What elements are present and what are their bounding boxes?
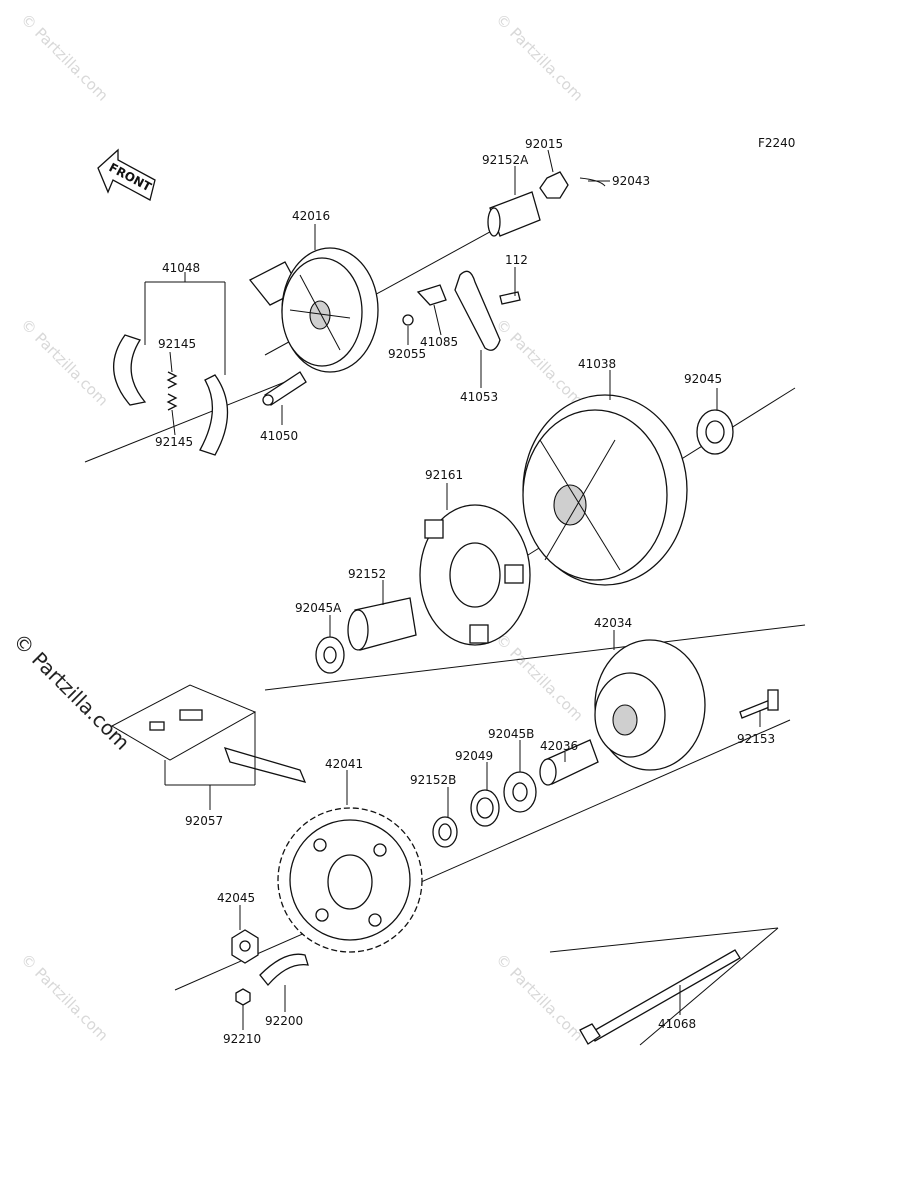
watermark: © Partzilla.com bbox=[17, 950, 112, 1045]
hub-damper bbox=[419, 504, 531, 646]
watermark: © Partzilla.com bbox=[492, 950, 587, 1045]
sprocket-nut bbox=[231, 929, 259, 964]
part-number-92152B: 92152B bbox=[410, 773, 456, 787]
part-number-92049: 92049 bbox=[455, 749, 493, 763]
part-number-92045A: 92045A bbox=[295, 601, 342, 615]
watermark: © Partzilla.com bbox=[492, 630, 587, 725]
part-number-41085: 41085 bbox=[420, 335, 458, 349]
part-number-42041: 42041 bbox=[325, 757, 363, 771]
watermark: © Partzilla.com bbox=[492, 10, 587, 105]
brake-panel bbox=[248, 247, 379, 373]
part-number-92045B: 92045B bbox=[488, 727, 534, 741]
part-labels: 92015 92152A 92043 42016 41048 112 92145… bbox=[155, 137, 775, 1046]
watermark-large: © Partzilla.com bbox=[8, 629, 134, 755]
collar-92152 bbox=[347, 597, 417, 651]
part-number-92057: 92057 bbox=[185, 814, 223, 828]
part-number-92015: 92015 bbox=[525, 137, 563, 151]
part-number-92145-top: 92145 bbox=[158, 337, 196, 351]
collar-92152B bbox=[432, 816, 458, 848]
drive-chain bbox=[110, 684, 307, 786]
oil-seal-92049 bbox=[470, 789, 500, 827]
part-number-92200: 92200 bbox=[265, 1014, 303, 1028]
watermark: © Partzilla.com bbox=[492, 315, 587, 410]
lock-plate bbox=[259, 953, 309, 987]
part-number-92152A: 92152A bbox=[482, 153, 529, 167]
diagram-code: F2240 bbox=[758, 136, 795, 150]
rear-sprocket bbox=[277, 807, 423, 953]
part-number-92055: 92055 bbox=[388, 347, 426, 361]
rear-axle bbox=[579, 949, 741, 1045]
brake-cam bbox=[262, 371, 307, 406]
leader-lines bbox=[169, 149, 761, 1030]
part-number-41053: 41053 bbox=[460, 390, 498, 404]
wheel-hub bbox=[522, 394, 688, 586]
part-number-41068: 41068 bbox=[658, 1017, 696, 1031]
part-number-42034: 42034 bbox=[594, 616, 632, 630]
watermark: © Partzilla.com bbox=[17, 10, 112, 105]
brake-shoes bbox=[113, 281, 229, 456]
axle-sleeve-group bbox=[487, 171, 606, 237]
part-number-92145-bottom: 92145 bbox=[155, 435, 193, 449]
sprocket-coupling bbox=[594, 639, 706, 771]
part-number-42036: 42036 bbox=[540, 739, 578, 753]
part-number-92161: 92161 bbox=[425, 468, 463, 482]
small-nut bbox=[235, 988, 251, 1006]
part-number-92152: 92152 bbox=[348, 567, 386, 581]
part-number-41048: 41048 bbox=[162, 261, 200, 275]
part-number-42016: 42016 bbox=[292, 209, 330, 223]
part-number-41038: 41038 bbox=[578, 357, 616, 371]
part-number-112: 112 bbox=[505, 253, 528, 267]
watermark: © Partzilla.com bbox=[17, 315, 112, 410]
part-number-92153: 92153 bbox=[737, 732, 775, 746]
part-number-42045: 42045 bbox=[217, 891, 255, 905]
bearing-92045B bbox=[503, 771, 537, 813]
front-arrow-icon: FRONT bbox=[97, 148, 156, 201]
part-number-41050: 41050 bbox=[260, 429, 298, 443]
bearing-92045 bbox=[696, 409, 734, 455]
coupling-sleeve bbox=[539, 739, 599, 786]
part-number-92045: 92045 bbox=[684, 372, 722, 386]
part-number-92043: 92043 bbox=[612, 174, 650, 188]
bolt-92153 bbox=[739, 689, 779, 719]
bearing-92045A bbox=[315, 636, 345, 674]
part-number-92210: 92210 bbox=[223, 1032, 261, 1046]
